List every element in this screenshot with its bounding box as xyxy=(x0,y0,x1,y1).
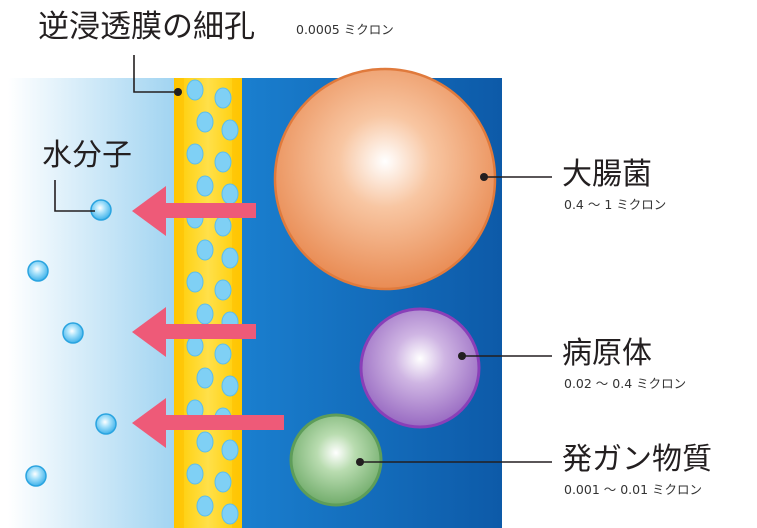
membrane-pore xyxy=(221,247,239,269)
membrane-pore xyxy=(186,271,204,293)
membrane-pore xyxy=(214,343,232,365)
carcinogen-label: 発ガン物質 xyxy=(562,442,712,477)
water-leader-line xyxy=(54,180,95,212)
membrane-pore xyxy=(186,79,204,101)
membrane-pore xyxy=(196,175,214,197)
title-size-label: 0.0005 ミクロン xyxy=(296,22,394,37)
water-molecule xyxy=(95,413,117,435)
water-molecule-label: 水分子 xyxy=(42,138,132,173)
membrane-pore xyxy=(214,471,232,493)
membrane-pore xyxy=(196,495,214,517)
membrane-pore xyxy=(214,87,232,109)
pathogen-leader-dot xyxy=(458,352,466,360)
pathogen-size-label: 0.02 ～ 0.4 ミクロン xyxy=(564,376,687,391)
e-coli-size-label: 0.4 ～ 1 ミクロン xyxy=(564,197,667,212)
title-leader-line xyxy=(133,55,178,93)
flow-arrow xyxy=(132,398,284,448)
carcinogen-leader-dot xyxy=(356,458,364,466)
title-leader-dot xyxy=(174,88,182,96)
carcinogen-size-label: 0.001 ～ 0.01 ミクロン xyxy=(564,482,703,497)
membrane-pore xyxy=(196,431,214,453)
water-molecule xyxy=(25,465,47,487)
membrane-pore xyxy=(214,279,232,301)
pathogen-particle xyxy=(359,307,481,429)
water-molecule xyxy=(90,199,112,221)
water-molecule xyxy=(62,322,84,344)
e-coli-particle xyxy=(273,67,497,291)
membrane-pore xyxy=(214,151,232,173)
membrane-pore xyxy=(196,239,214,261)
membrane-pore xyxy=(221,503,239,525)
e-coli-leader-dot xyxy=(480,173,488,181)
membrane-pore xyxy=(196,111,214,133)
membrane-pore xyxy=(214,215,232,237)
pathogen-label: 病原体 xyxy=(562,336,652,371)
membrane-pore xyxy=(196,303,214,325)
flow-arrow xyxy=(132,186,256,236)
membrane-pore xyxy=(221,183,239,205)
leader-dots xyxy=(174,88,488,466)
membrane-edge-left xyxy=(174,78,184,528)
membrane-pore xyxy=(186,143,204,165)
leader-lines xyxy=(54,55,552,463)
membrane-pore xyxy=(186,463,204,485)
membrane-pore xyxy=(221,439,239,461)
e-coli-label: 大腸菌 xyxy=(562,157,652,192)
membrane xyxy=(174,78,242,528)
clean-water-region xyxy=(8,78,178,528)
membrane-edge-right xyxy=(232,78,242,528)
membrane-pore xyxy=(221,119,239,141)
membrane-pore xyxy=(196,367,214,389)
title-label: 逆浸透膜の細孔 xyxy=(38,9,255,45)
flow-arrow xyxy=(132,307,256,357)
water-molecule xyxy=(27,260,49,282)
membrane-pore xyxy=(221,375,239,397)
carcinogen-particle xyxy=(289,413,383,507)
